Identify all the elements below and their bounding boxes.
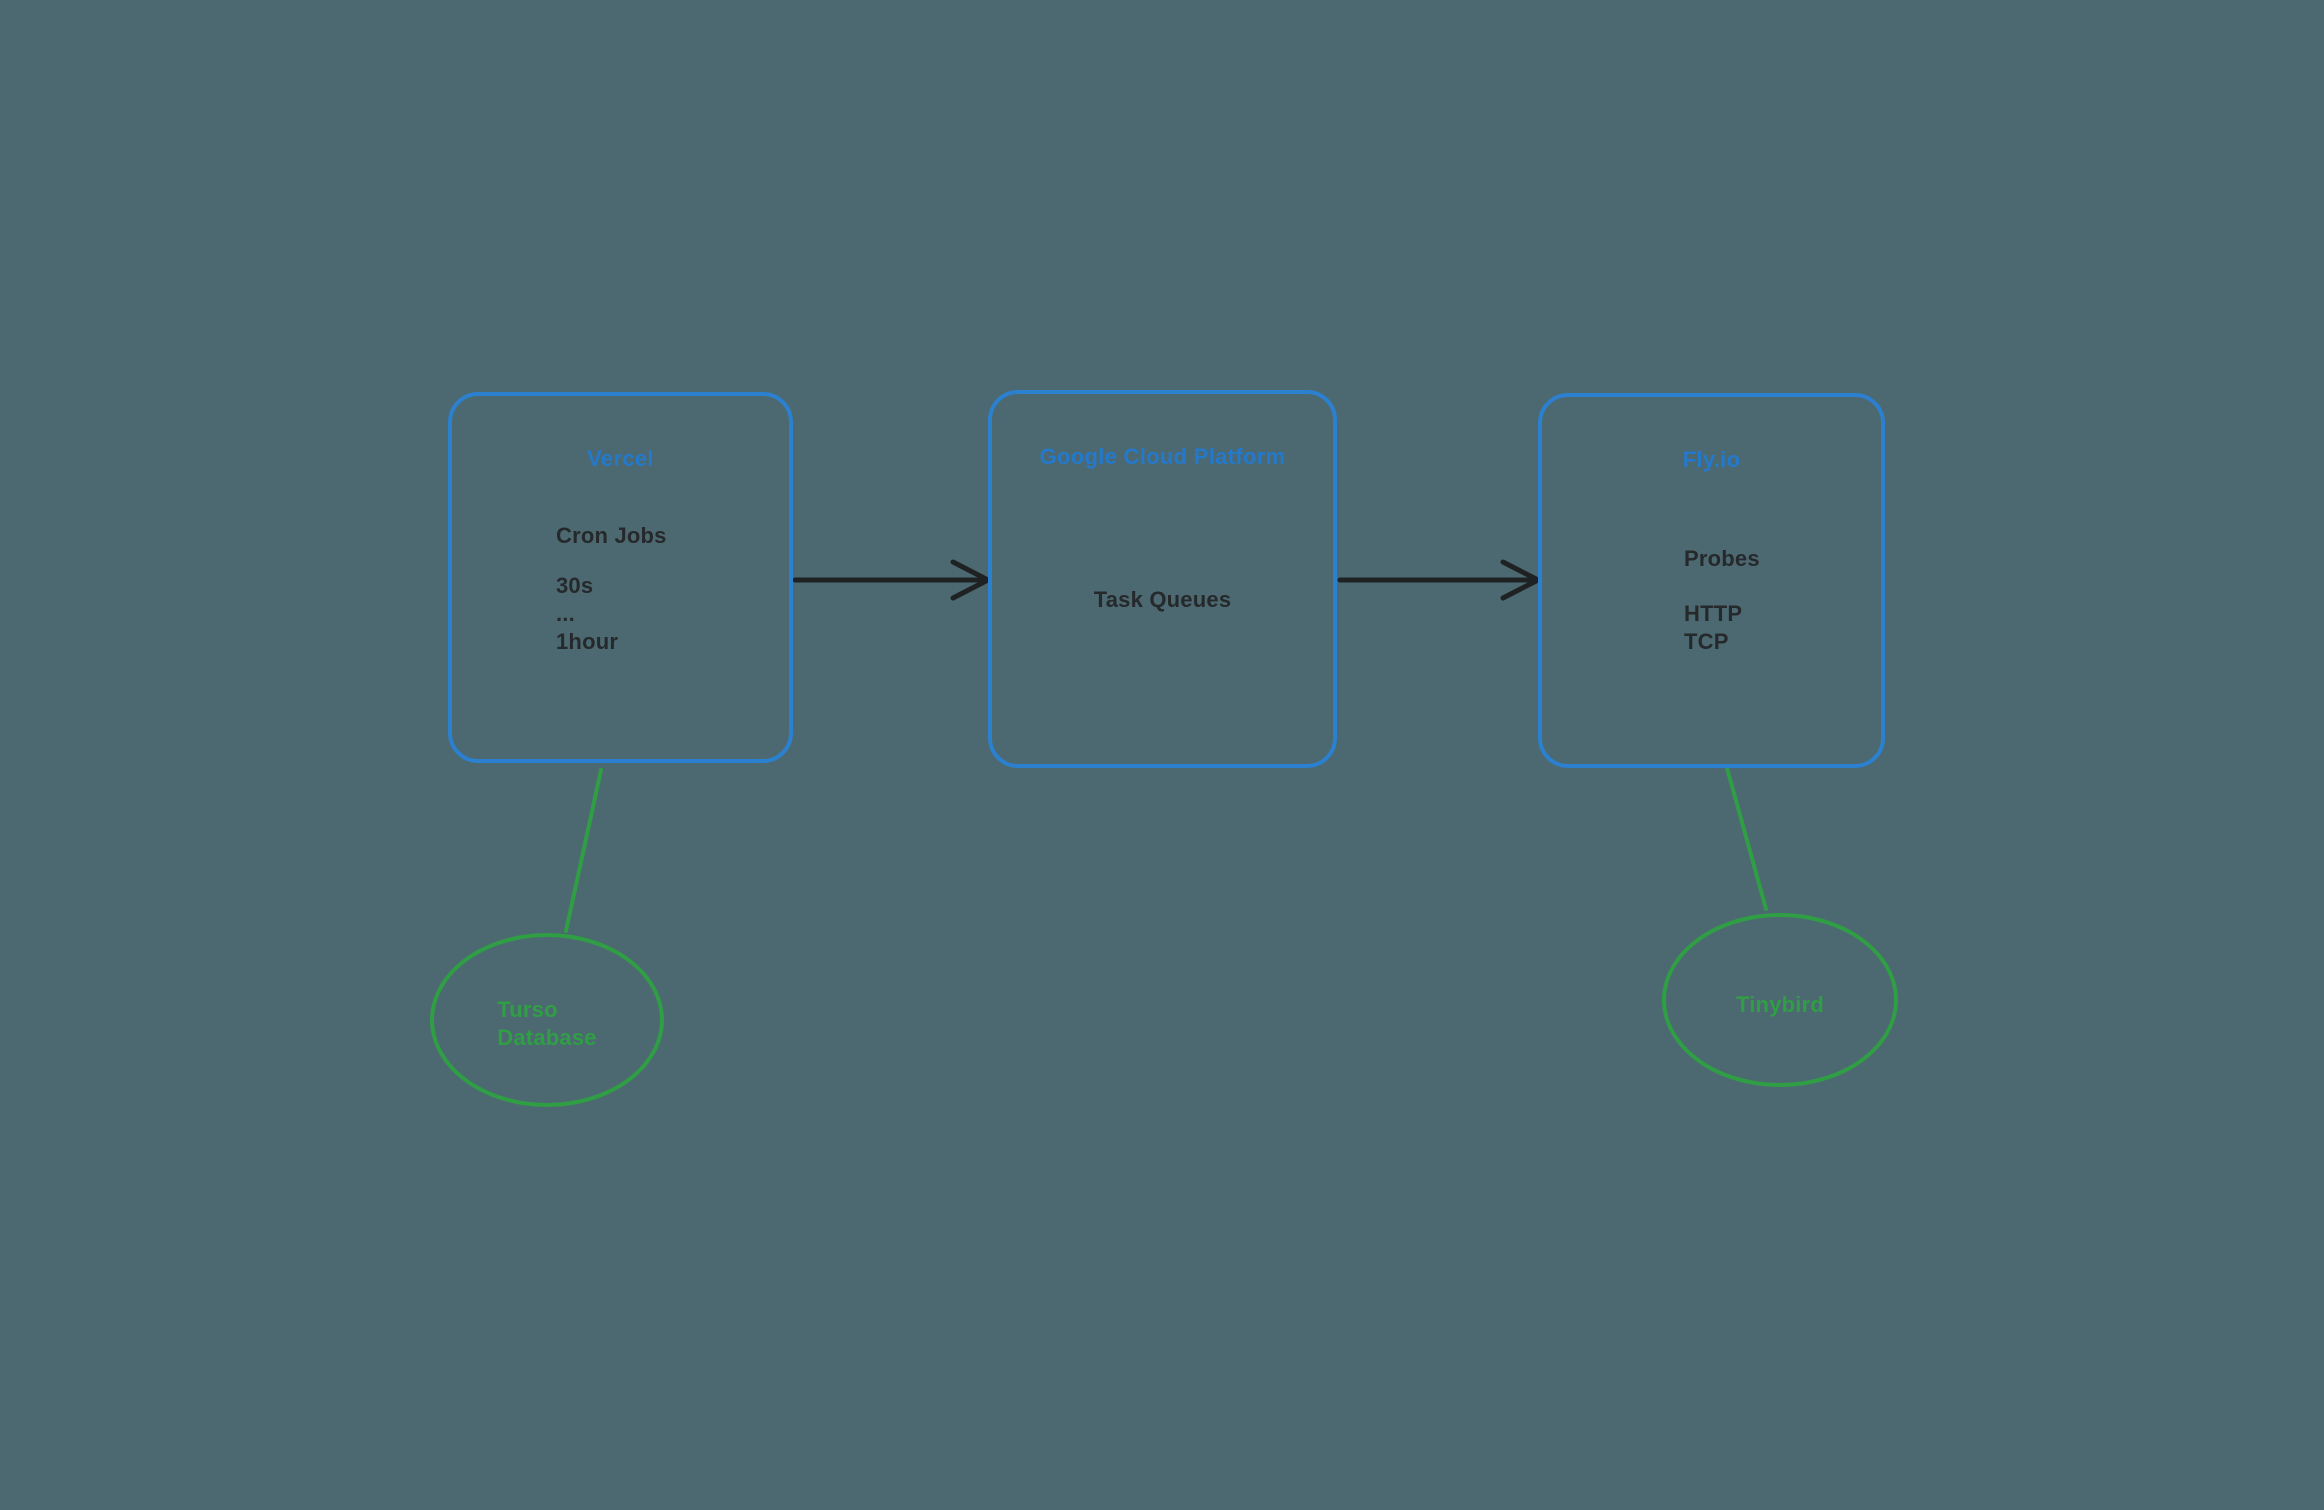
node-vercel-title: Vercel (587, 446, 654, 471)
connector-vercel-to-turso[interactable] (564, 768, 603, 933)
datastore-label-line: Tinybird (1736, 992, 1824, 1017)
body-line: ... (556, 601, 575, 626)
arrow-gcp-to-flyio[interactable] (1337, 559, 1541, 601)
body-line: Task Queues (1093, 587, 1232, 612)
body-line: 1hour (556, 629, 619, 654)
datastore-label-line: Turso (497, 997, 558, 1022)
datastore-label-line: Database (497, 1025, 597, 1050)
line-spacer (1684, 573, 1760, 600)
line-spacer (556, 550, 667, 572)
arrow-vercel-to-gcp[interactable] (792, 559, 991, 601)
node-vercel-body: Cron Jobs 30s ... 1hour (556, 522, 667, 656)
node-google-cloud-platform[interactable]: Google Cloud Platform Task Queues (988, 390, 1337, 768)
tinybird-label: Tinybird (1666, 991, 1894, 1019)
body-line: HTTP (1684, 601, 1743, 626)
body-line: Probes (1684, 546, 1760, 571)
body-line: TCP (1684, 629, 1729, 654)
node-flyio-title: Fly.io (1682, 447, 1741, 472)
node-flyio-body: Probes HTTP TCP (1684, 545, 1760, 656)
body-line: Cron Jobs (556, 523, 667, 548)
ellipse-turso-database[interactable]: Turso Database (430, 933, 664, 1107)
node-gcp-body: Task Queues (992, 586, 1333, 614)
ellipse-tinybird[interactable]: Tinybird (1662, 913, 1898, 1087)
node-gcp-title: Google Cloud Platform (1039, 444, 1286, 469)
body-line: 30s (556, 573, 594, 598)
turso-label: Turso Database (434, 996, 660, 1052)
connector-flyio-to-tinybird[interactable] (1725, 766, 1768, 911)
node-flyio[interactable]: Fly.io Probes HTTP TCP (1538, 393, 1885, 768)
node-vercel[interactable]: Vercel Cron Jobs 30s ... 1hour (448, 392, 793, 763)
